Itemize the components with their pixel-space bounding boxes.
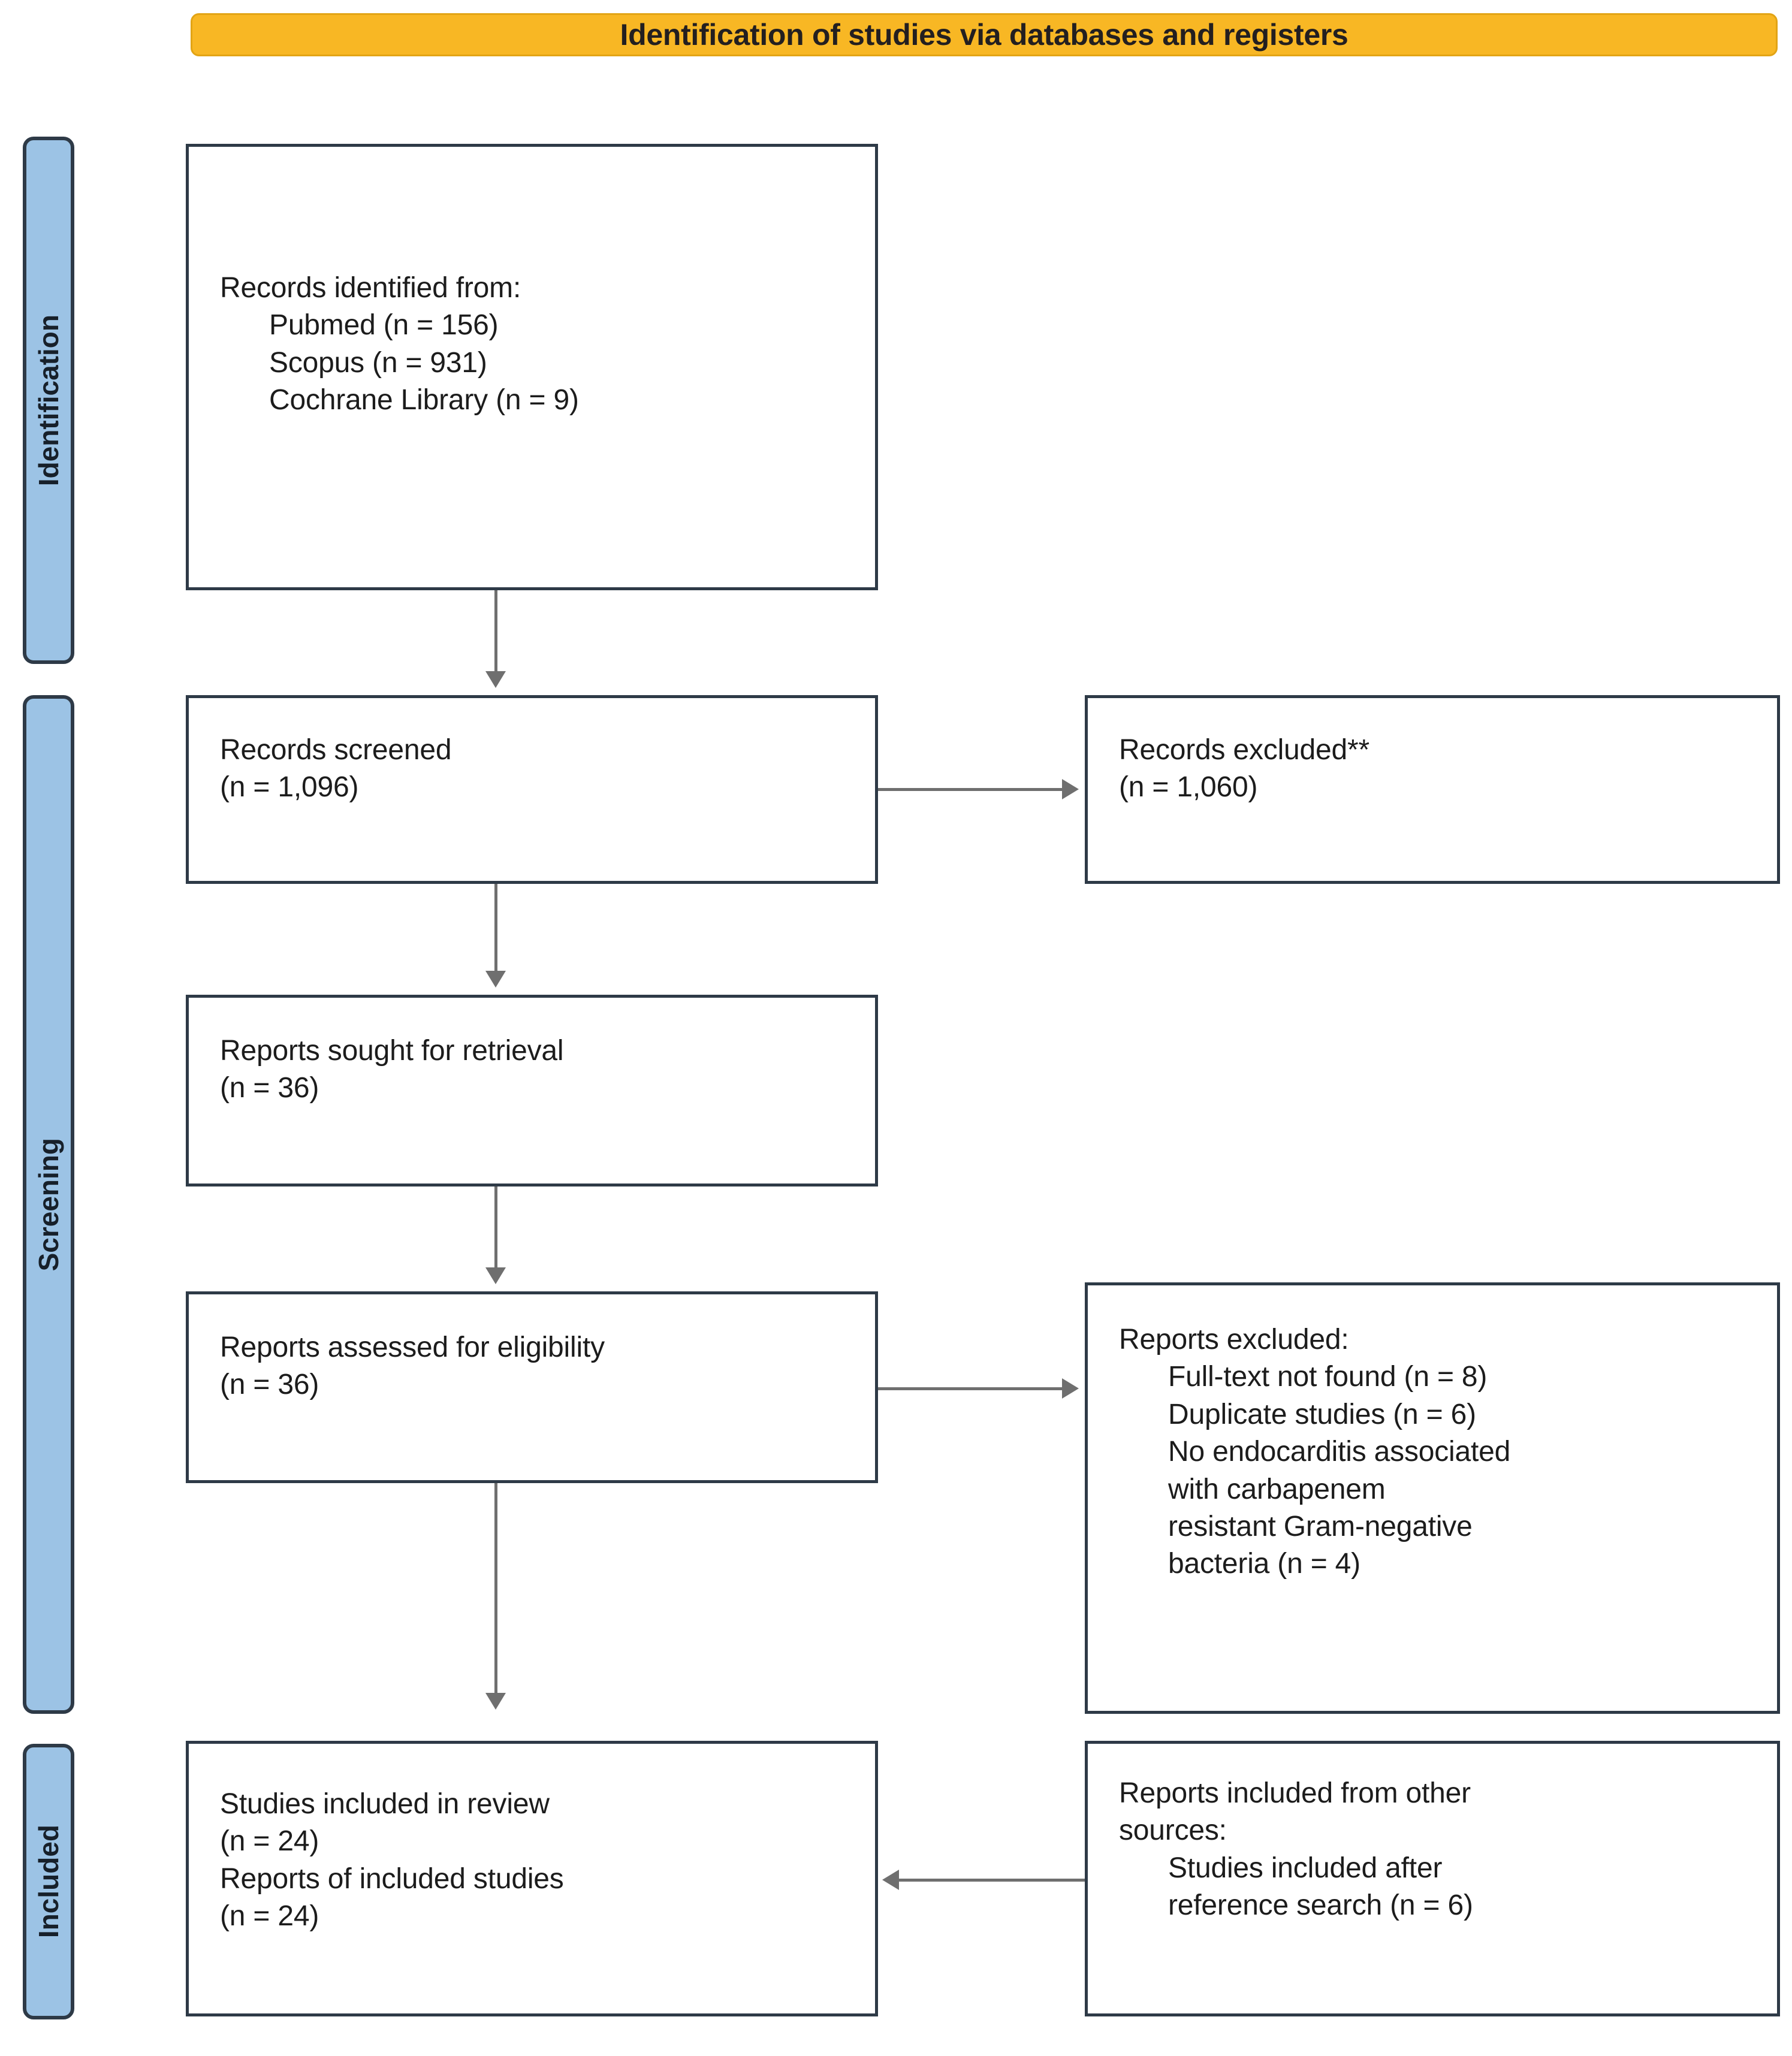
arrowhead-screened-to-sought <box>485 971 506 988</box>
arrow-screened-to-excluded <box>878 788 1064 791</box>
phase-tab-identification: Identification <box>23 137 74 664</box>
reports-assessed-label: Reports assessed for eligibility <box>220 1332 605 1363</box>
studies-included-label: Studies included in review <box>220 1788 550 1820</box>
records-identified-source-pubmed: Pubmed (n = 156) <box>269 309 499 342</box>
records-identified-source-scopus: Scopus (n = 931) <box>269 346 487 379</box>
other-sources-heading-line1: Reports included from other <box>1119 1777 1471 1809</box>
reports-excluded-reason-endocarditis-4: bacteria (n = 4) <box>1168 1548 1360 1580</box>
arrowhead-screened-to-excluded <box>1062 779 1079 799</box>
other-sources-item-line1: Studies included after <box>1168 1852 1443 1884</box>
phase-label-screening: Screening <box>33 1137 64 1272</box>
arrowhead-assessed-to-included <box>485 1693 506 1710</box>
box-other-sources: Reports included from other sources: Stu… <box>1085 1741 1780 2016</box>
reports-sought-label: Reports sought for retrieval <box>220 1035 564 1067</box>
reports-included-count: (n = 24) <box>220 1900 319 1933</box>
box-reports-sought: Reports sought for retrieval (n = 36) <box>186 995 878 1186</box>
phase-tab-included: Included <box>23 1744 74 2019</box>
records-excluded-count: (n = 1,060) <box>1119 771 1258 804</box>
arrowhead-identified-to-screened <box>485 671 506 688</box>
arrowhead-assessed-to-reports-excluded <box>1062 1378 1079 1399</box>
box-reports-excluded-detail: Reports excluded: Full-text not found (n… <box>1085 1282 1780 1714</box>
box-records-identified: Records identified from: Pubmed (n = 156… <box>186 144 878 590</box>
reports-excluded-reason-endocarditis-1: No endocarditis associated <box>1168 1436 1511 1468</box>
reports-excluded-reason-endocarditis-3: resistant Gram-negative <box>1168 1510 1473 1542</box>
diagram-header-title: Identification of studies via databases … <box>620 18 1348 52</box>
records-identified-source-cochrane: Cochrane Library (n = 9) <box>269 384 579 416</box>
arrow-assessed-to-reports-excluded <box>878 1387 1064 1390</box>
phase-tab-screening: Screening <box>23 695 74 1714</box>
other-sources-item-line2: reference search (n = 6) <box>1168 1889 1473 1922</box>
diagram-header-bar: Identification of studies via databases … <box>191 13 1778 56</box>
reports-included-label: Reports of included studies <box>220 1862 564 1895</box>
arrowhead-other-sources-to-included <box>882 1870 899 1890</box>
reports-excluded-heading: Reports excluded: <box>1119 1324 1349 1355</box>
arrowhead-sought-to-assessed <box>485 1267 506 1284</box>
arrow-identified-to-screened <box>494 590 497 674</box>
phase-label-identification: Identification <box>33 314 64 487</box>
arrow-other-sources-to-included <box>899 1879 1085 1882</box>
arrow-screened-to-sought <box>494 884 497 974</box>
box-records-screened: Records screened (n = 1,096) <box>186 695 878 884</box>
records-excluded-label: Records excluded** <box>1119 734 1369 766</box>
arrow-sought-to-assessed <box>494 1186 497 1270</box>
records-screened-label: Records screened <box>220 734 452 766</box>
reports-sought-count: (n = 36) <box>220 1072 319 1104</box>
box-reports-assessed: Reports assessed for eligibility (n = 36… <box>186 1291 878 1483</box>
arrow-assessed-to-included <box>494 1483 497 1696</box>
box-records-excluded: Records excluded** (n = 1,060) <box>1085 695 1780 884</box>
reports-excluded-reason-duplicate: Duplicate studies (n = 6) <box>1168 1398 1476 1430</box>
records-screened-count: (n = 1,096) <box>220 771 359 804</box>
studies-included-count: (n = 24) <box>220 1825 319 1858</box>
reports-excluded-reason-endocarditis-2: with carbapenem <box>1168 1473 1386 1505</box>
reports-excluded-reason-fulltext: Full-text not found (n = 8) <box>1168 1361 1488 1393</box>
reports-assessed-count: (n = 36) <box>220 1369 319 1401</box>
other-sources-heading-line2: sources: <box>1119 1815 1227 1847</box>
box-studies-included: Studies included in review (n = 24) Repo… <box>186 1741 878 2016</box>
records-identified-heading: Records identified from: <box>220 272 521 304</box>
phase-label-included: Included <box>33 1825 64 1939</box>
